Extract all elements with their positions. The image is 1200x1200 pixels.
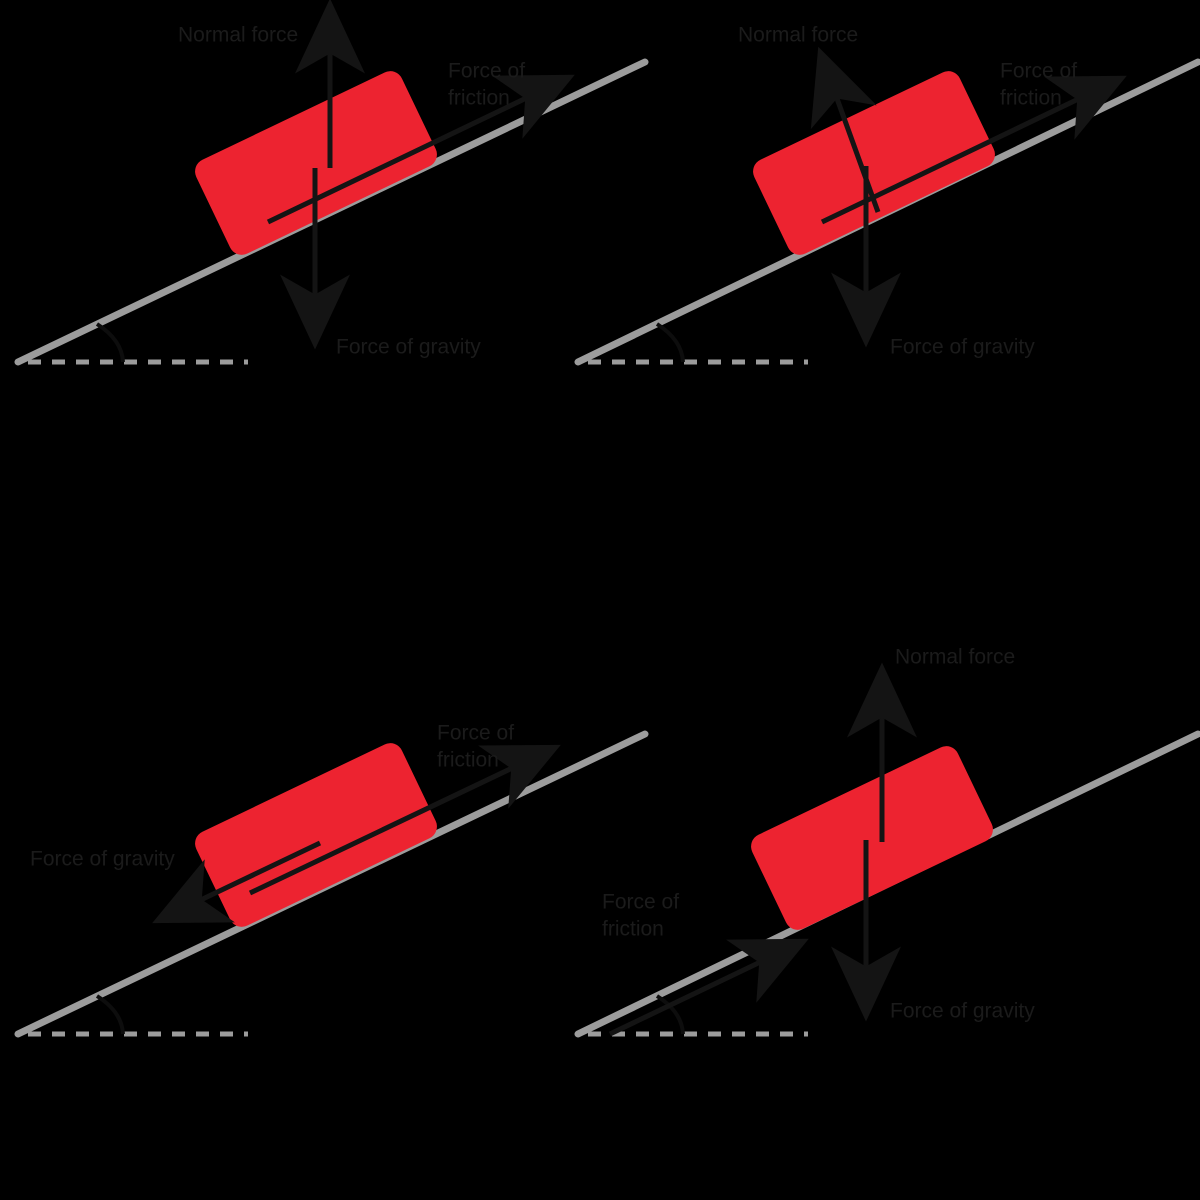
- force-of-friction-label-line1: Force of: [1000, 60, 1077, 83]
- force-of-gravity-label: Force of gravity: [890, 336, 1035, 359]
- force-of-friction-label-line2: friction: [448, 87, 510, 110]
- block: [195, 71, 437, 255]
- block: [751, 746, 993, 930]
- force-of-gravity-label: Force of gravity: [30, 848, 175, 871]
- force-of-friction-arrow: [266, 74, 575, 225]
- force-of-friction-arrow: [248, 744, 561, 896]
- force-of-friction-label-line1: Force of: [437, 722, 514, 745]
- force-of-friction-arrow: [608, 938, 809, 1037]
- block: [195, 743, 437, 927]
- force-of-friction-label-line1: Force of: [602, 891, 679, 914]
- force-of-friction-label-line1: Force of: [448, 60, 525, 83]
- panel-top-right: Normal force Force of friction Force of …: [574, 24, 1200, 366]
- normal-force-label: Normal force: [895, 646, 1015, 669]
- panel-bottom-right: Normal force Force of friction Force of …: [574, 646, 1200, 1038]
- force-of-gravity-arrow: [152, 840, 322, 924]
- incline-angle-arc: [95, 994, 125, 1035]
- incline-angle-arc: [655, 994, 685, 1035]
- panel-bottom-left: Force of friction Force of gravity: [14, 722, 649, 1038]
- force-of-friction-label-line2: friction: [602, 918, 664, 941]
- block: [753, 71, 995, 255]
- incline-angle-arc: [95, 322, 125, 363]
- normal-force-label: Normal force: [178, 24, 298, 47]
- force-of-friction-label-line2: friction: [1000, 87, 1062, 110]
- force-of-gravity-label: Force of gravity: [890, 1000, 1035, 1023]
- force-of-friction-label-line2: friction: [437, 749, 499, 772]
- force-of-gravity-label: Force of gravity: [336, 336, 481, 359]
- force-of-friction-arrow: [820, 75, 1127, 225]
- panel-top-left: Normal force Force of friction Force of …: [14, 0, 649, 366]
- normal-force-label: Normal force: [738, 24, 858, 47]
- incline-angle-arc: [655, 322, 685, 363]
- normal-force-arrow: [810, 46, 881, 213]
